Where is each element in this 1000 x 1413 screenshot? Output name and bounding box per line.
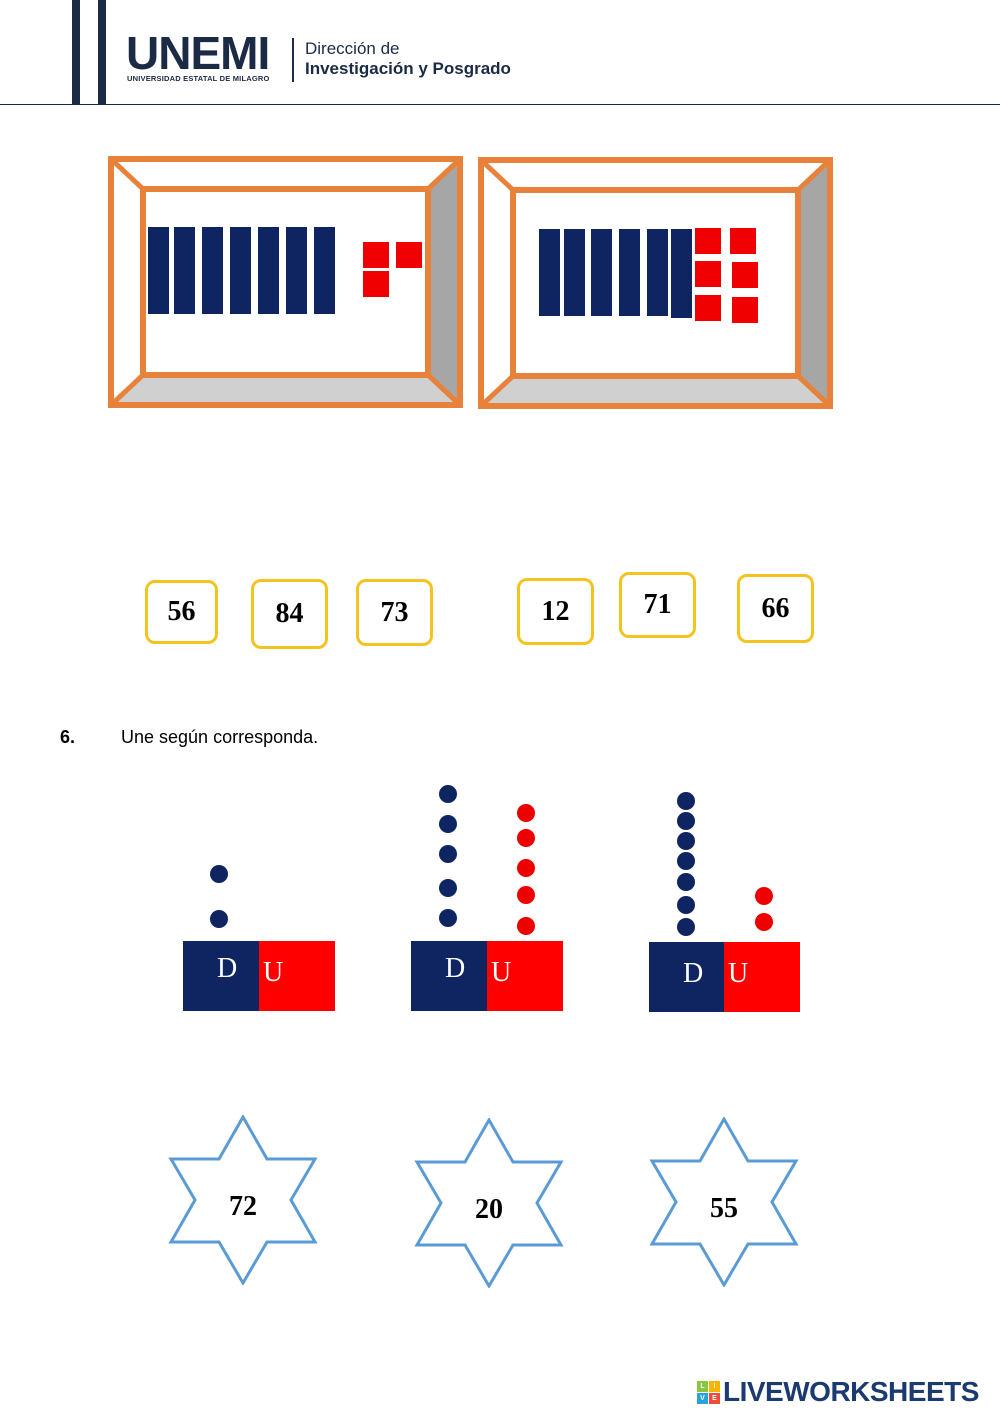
units-bead	[517, 917, 535, 935]
ten-rod	[539, 229, 560, 316]
unit-cube	[695, 295, 721, 321]
number-option[interactable]: 84	[251, 579, 328, 649]
tens-bead	[677, 832, 695, 850]
units-bead	[517, 804, 535, 822]
question-number: 6.	[60, 727, 76, 747]
unit-cube	[695, 228, 721, 254]
ten-rod	[591, 229, 612, 316]
tens-bead	[439, 845, 457, 863]
ten-rod	[671, 229, 692, 318]
tens-bead	[677, 918, 695, 936]
tens-bead	[677, 852, 695, 870]
abacus-3: D U	[649, 942, 800, 1012]
ten-rod	[148, 227, 169, 314]
star-shape	[649, 1117, 799, 1287]
star-number: 55	[710, 1193, 738, 1224]
tens-bead	[677, 873, 695, 891]
tens-column	[649, 942, 724, 1012]
units-label: U	[491, 957, 512, 988]
unit-cube	[695, 261, 721, 287]
base-ten-frame-1	[108, 156, 463, 408]
tens-bead	[439, 785, 457, 803]
answer-star[interactable]: 72	[168, 1115, 318, 1285]
tens-bead	[439, 815, 457, 833]
tens-bead	[439, 909, 457, 927]
star-number: 20	[475, 1194, 503, 1225]
tens-column	[183, 941, 259, 1011]
unit-cube	[363, 271, 389, 297]
ten-rod	[647, 229, 668, 316]
header-stripe-left	[72, 0, 80, 104]
tens-label: D	[217, 953, 238, 984]
number-option[interactable]: 73	[356, 579, 433, 646]
star-number: 72	[229, 1191, 257, 1222]
tens-bead	[210, 865, 228, 883]
ten-rod	[564, 229, 585, 316]
logo-separator	[292, 38, 294, 82]
unit-cube	[396, 242, 422, 268]
header-divider	[0, 104, 1000, 105]
units-label: U	[728, 958, 749, 989]
unit-cube	[732, 262, 758, 288]
ten-rod	[258, 227, 279, 314]
answer-star[interactable]: 20	[414, 1118, 564, 1288]
units-column	[259, 941, 335, 1011]
star-shape	[414, 1118, 564, 1288]
number-option[interactable]: 66	[737, 574, 814, 643]
liveworksheets-brand: LIVEWORKSHEETS	[723, 1376, 979, 1407]
liveworksheets-logo[interactable]: L I V E LIVEWORKSHEETS	[697, 1376, 993, 1409]
base-ten-frame-2	[478, 157, 833, 409]
units-label: U	[263, 957, 284, 988]
units-bead	[755, 887, 773, 905]
ten-rod	[619, 229, 640, 316]
header-stripe-right	[98, 0, 106, 104]
department-line-2: Investigación y Posgrado	[305, 59, 511, 78]
abacus-1: D U	[183, 941, 335, 1011]
tens-label: D	[445, 953, 466, 984]
university-logo-subtitle: UNIVERSIDAD ESTATAL DE MILAGRO	[127, 74, 270, 83]
tens-bead	[210, 910, 228, 928]
units-bead	[517, 829, 535, 847]
star-shape	[168, 1115, 318, 1285]
ten-rod	[174, 227, 195, 314]
units-column	[724, 942, 800, 1012]
ten-rod	[314, 227, 335, 314]
ten-rod	[202, 227, 223, 314]
tens-bead	[677, 896, 695, 914]
department-line-1: Dirección de	[305, 39, 400, 58]
ten-rod	[286, 227, 307, 314]
ten-rod	[230, 227, 251, 314]
number-option[interactable]: 71	[619, 572, 696, 638]
tens-bead	[439, 879, 457, 897]
unit-cube	[363, 242, 389, 268]
answer-star[interactable]: 55	[649, 1117, 799, 1287]
units-bead	[517, 859, 535, 877]
number-option[interactable]: 56	[145, 580, 218, 644]
tens-bead	[677, 792, 695, 810]
university-logo: UNEMI	[126, 27, 270, 79]
liveworksheets-icon: L I V E	[697, 1381, 721, 1405]
unit-cube	[732, 297, 758, 323]
tens-label: D	[683, 958, 704, 989]
unit-cube	[730, 228, 756, 254]
tens-bead	[677, 812, 695, 830]
question-text: Une según corresponda.	[121, 727, 319, 747]
units-bead	[755, 913, 773, 931]
number-option[interactable]: 12	[517, 578, 594, 645]
abacus-2: D U	[411, 941, 563, 1011]
units-column	[487, 941, 563, 1011]
units-bead	[517, 886, 535, 904]
tens-column	[411, 941, 487, 1011]
